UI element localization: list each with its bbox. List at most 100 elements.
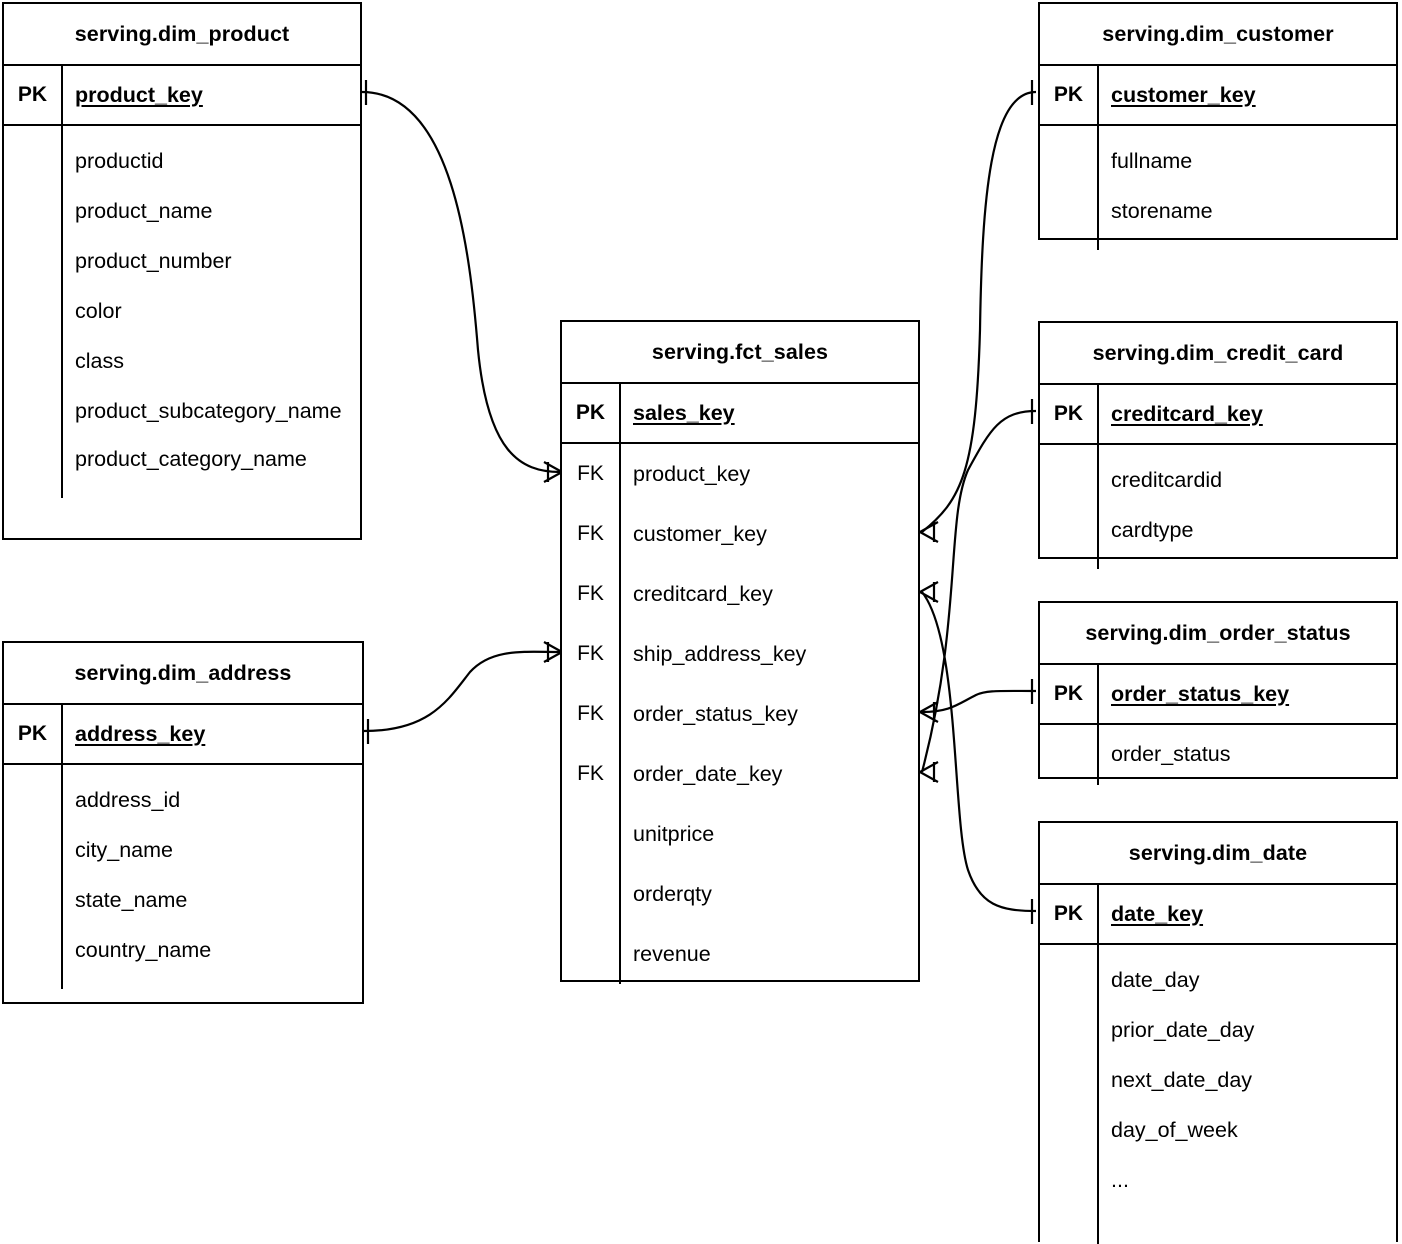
pk-name: address_key (75, 721, 206, 746)
measure-name: revenue (633, 941, 711, 966)
fk-row: FK customer_key (562, 504, 918, 564)
fk-name: order_status_key (633, 701, 798, 726)
fk-name: creditcard_key (633, 581, 773, 606)
pk-name: creditcard_key (1111, 401, 1263, 426)
pk-label: PK (1040, 665, 1099, 723)
entity-title: serving.dim_customer (1040, 4, 1396, 66)
relationship-creditcard (919, 399, 1037, 783)
key-gutter (1040, 126, 1099, 250)
pk-name: order_status_key (1111, 681, 1290, 706)
attribute: prior_date_day (1111, 1018, 1255, 1042)
entity-dim-order-status[interactable]: serving.dim_order_status PK order_status… (1038, 601, 1398, 785)
crowsfoot-orderstatus (919, 701, 939, 723)
fk-name: customer_key (633, 521, 767, 546)
measure-name: orderqty (633, 881, 712, 906)
fk-name: ship_address_key (633, 641, 807, 666)
attribute: state_name (75, 888, 188, 912)
key-gutter (1040, 945, 1099, 1244)
attribute: order_status (1111, 742, 1231, 766)
relationship-orderstatus (919, 679, 1037, 723)
attribute-block: creditcardid cardtype (1040, 445, 1396, 569)
attribute-block: address_id city_name state_name country_… (4, 765, 362, 989)
entity-dim-customer[interactable]: serving.dim_customer PK customer_key ful… (1038, 2, 1398, 250)
fk-label: FK (562, 564, 621, 624)
entity-dim-address[interactable]: serving.dim_address PK address_key addre… (2, 641, 364, 1004)
key-gutter (1040, 725, 1099, 785)
fk-row: FK product_key (562, 444, 918, 504)
attribute: address_id (75, 788, 181, 812)
entity-title: serving.dim_credit_card (1040, 323, 1396, 385)
attribute: creditcardid (1111, 468, 1223, 492)
fk-label: FK (562, 444, 621, 504)
attribute: city_name (75, 838, 173, 862)
measure-name: unitprice (633, 821, 715, 846)
pk-label: PK (1040, 885, 1099, 943)
entity-title: serving.fct_sales (562, 322, 918, 384)
attribute: product_category_name (75, 447, 307, 471)
key-gutter (562, 804, 621, 864)
relationship-product (361, 80, 563, 483)
fk-label: FK (562, 504, 621, 564)
entity-fct-sales[interactable]: serving.fct_sales PK sales_key FK produc… (560, 320, 920, 984)
attribute: product_subcategory_name (75, 399, 342, 423)
fk-name: product_key (633, 461, 751, 486)
entity-dim-product[interactable]: serving.dim_product PK product_key produ… (2, 2, 362, 540)
pk-row: PK sales_key (562, 384, 918, 444)
attribute: product_name (75, 199, 213, 223)
attribute: cardtype (1111, 518, 1194, 542)
attribute-block: productid product_name product_number co… (4, 126, 360, 498)
attribute-block: order_status (1040, 725, 1396, 785)
attribute: productid (75, 149, 164, 173)
key-gutter (4, 765, 63, 989)
pk-name: product_key (75, 82, 203, 107)
key-gutter (562, 924, 621, 984)
key-gutter (562, 864, 621, 924)
measure-row: revenue (562, 924, 918, 984)
relationship-customer (919, 80, 1037, 543)
attribute: class (75, 349, 124, 373)
measure-row: orderqty (562, 864, 918, 924)
pk-name: date_key (1111, 901, 1204, 926)
key-gutter (1040, 445, 1099, 569)
attribute: color (75, 299, 122, 323)
crowsfoot-creditcard (919, 761, 939, 783)
attribute: date_day (1111, 968, 1200, 992)
attribute-block: date_day prior_date_day next_date_day da… (1040, 945, 1396, 1244)
pk-name: customer_key (1111, 82, 1256, 107)
entity-dim-date[interactable]: serving.dim_date PK date_key date_day pr… (1038, 821, 1398, 1244)
relationship-address (363, 641, 563, 744)
pk-label: PK (4, 66, 63, 124)
entity-dim-credit-card[interactable]: serving.dim_credit_card PK creditcard_ke… (1038, 321, 1398, 569)
attribute: ... (1111, 1168, 1129, 1192)
fk-label: FK (562, 744, 621, 804)
entity-title: serving.dim_product (4, 4, 360, 66)
pk-name: sales_key (633, 400, 735, 425)
key-gutter (4, 126, 63, 498)
entity-title: serving.dim_address (4, 643, 362, 705)
attribute: country_name (75, 938, 212, 962)
pk-label: PK (562, 384, 621, 442)
attribute: storename (1111, 199, 1213, 223)
attribute: day_of_week (1111, 1118, 1238, 1142)
attribute: fullname (1111, 149, 1193, 173)
relationship-date (919, 581, 1037, 924)
pk-row: PK product_key (4, 66, 360, 126)
crowsfoot-customer (919, 521, 939, 543)
fk-label: FK (562, 684, 621, 744)
fk-row: FK creditcard_key (562, 564, 918, 624)
pk-row: PK date_key (1040, 885, 1396, 945)
pk-row: PK customer_key (1040, 66, 1396, 126)
measure-row: unitprice (562, 804, 918, 864)
pk-label: PK (4, 705, 63, 763)
fk-row: FK order_date_key (562, 744, 918, 804)
pk-row: PK order_status_key (1040, 665, 1396, 725)
fk-label: FK (562, 624, 621, 684)
crowsfoot-date (919, 581, 939, 603)
pk-row: PK creditcard_key (1040, 385, 1396, 445)
attribute-block: fullname storename (1040, 126, 1396, 250)
entity-title: serving.dim_order_status (1040, 603, 1396, 665)
fk-row: FK order_status_key (562, 684, 918, 744)
attribute: product_number (75, 249, 232, 273)
attribute: next_date_day (1111, 1068, 1253, 1092)
